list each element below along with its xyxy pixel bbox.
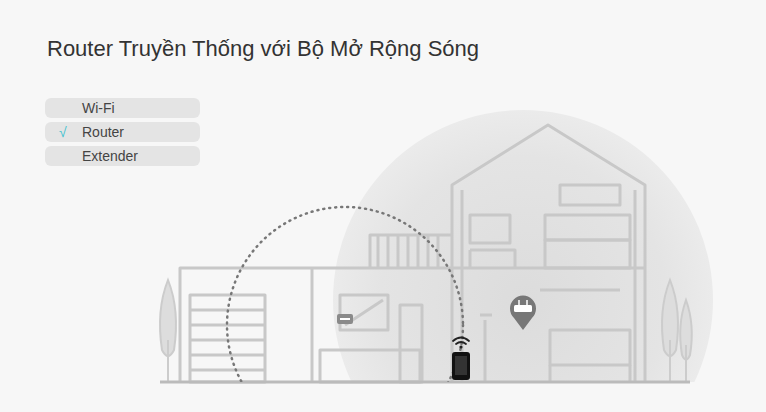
menu-pill: Wi-Fi — [45, 98, 200, 118]
menu-pill: √ Router — [45, 122, 200, 142]
check-mark: √ — [59, 124, 67, 140]
title: Router Truyền Thống với Bộ Mở Rộng Sóng — [47, 36, 479, 62]
menu-label: Extender — [82, 148, 138, 164]
menu-label: Wi-Fi — [82, 100, 115, 116]
menu-label: Router — [82, 124, 124, 140]
menu-pill: Extender — [45, 146, 200, 166]
